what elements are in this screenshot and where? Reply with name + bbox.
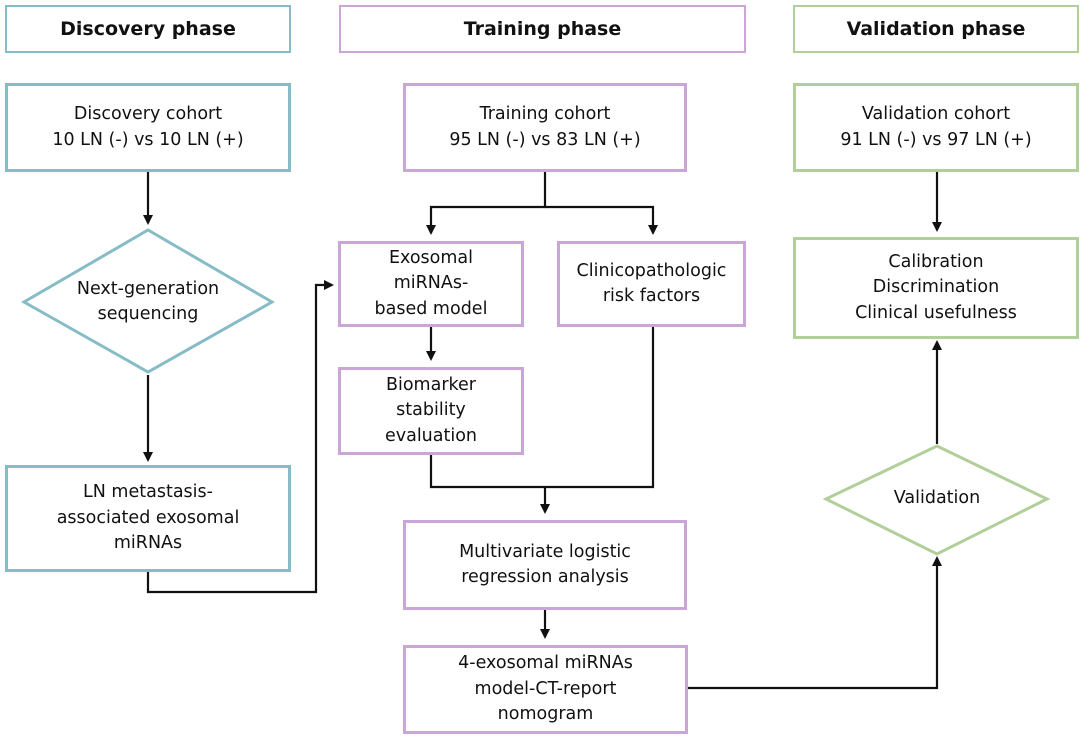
regression-box: Multivariate logistic regression analysi… xyxy=(403,520,687,610)
validation-step-text: Validation xyxy=(893,488,981,509)
discovery-phase-header: Discovery phase xyxy=(5,5,291,53)
validation-metrics-text: Calibration Discrimination Clinical usef… xyxy=(855,251,1017,323)
validation-phase-header: Validation phase xyxy=(793,5,1079,53)
stability-text: Biomarker stability evaluation xyxy=(384,374,478,446)
sequencing-label-box: Next-generation sequencing xyxy=(48,265,248,339)
validation-cohort-text: Validation cohort 91 LN (-) vs 97 LN (+) xyxy=(840,104,1032,150)
exosomal-model-text: Exosomal miRNAs- based model xyxy=(374,247,488,319)
arrow-nomogram-to-validation xyxy=(688,556,942,690)
nomogram-text: 4-exosomal miRNAs model-CT-report nomogr… xyxy=(458,653,633,725)
stability-box: Biomarker stability evaluation xyxy=(338,367,524,455)
validation-label-box: Validation xyxy=(857,484,1017,514)
sequencing-decision-diamond xyxy=(20,228,276,374)
training-cohort-box: Training cohort 95 LN (-) vs 83 LN (+) xyxy=(403,83,687,172)
arrow-risk-merge xyxy=(545,327,655,489)
mirnas-box: LN metastasis- associated exosomal miRNA… xyxy=(5,465,291,572)
training-cohort-text: Training cohort 95 LN (-) vs 83 LN (+) xyxy=(449,104,641,150)
discovery-phase-label: Discovery phase xyxy=(60,18,236,40)
discovery-cohort-box: Discovery cohort 10 LN (-) vs 10 LN (+) xyxy=(5,83,291,172)
mirnas-text: LN metastasis- associated exosomal miRNA… xyxy=(56,482,240,554)
discovery-cohort-text: Discovery cohort 10 LN (-) vs 10 LN (+) xyxy=(52,104,244,150)
risk-factors-text: Clinicopathologic risk factors xyxy=(576,260,727,306)
risk-factors-box: Clinicopathologic risk factors xyxy=(557,241,746,327)
training-phase-header: Training phase xyxy=(339,5,746,53)
training-phase-label: Training phase xyxy=(463,18,622,40)
validation-cohort-box: Validation cohort 91 LN (-) vs 97 LN (+) xyxy=(793,83,1079,172)
nomogram-box: 4-exosomal miRNAs model-CT-report nomogr… xyxy=(403,645,688,734)
validation-phase-label: Validation phase xyxy=(846,18,1026,40)
arrow-training-to-risk xyxy=(545,205,658,235)
arrow-training-split xyxy=(426,172,547,235)
arrow-mirnas-to-model xyxy=(146,280,334,594)
validation-decision-diamond xyxy=(822,444,1051,556)
sequencing-text: Next-generation sequencing xyxy=(76,278,220,324)
arrow-stability-merge xyxy=(429,455,545,489)
validation-metrics-box: Calibration Discrimination Clinical usef… xyxy=(793,237,1079,339)
regression-text: Multivariate logistic regression analysi… xyxy=(459,541,631,587)
exosomal-model-box: Exosomal miRNAs- based model xyxy=(338,241,524,327)
